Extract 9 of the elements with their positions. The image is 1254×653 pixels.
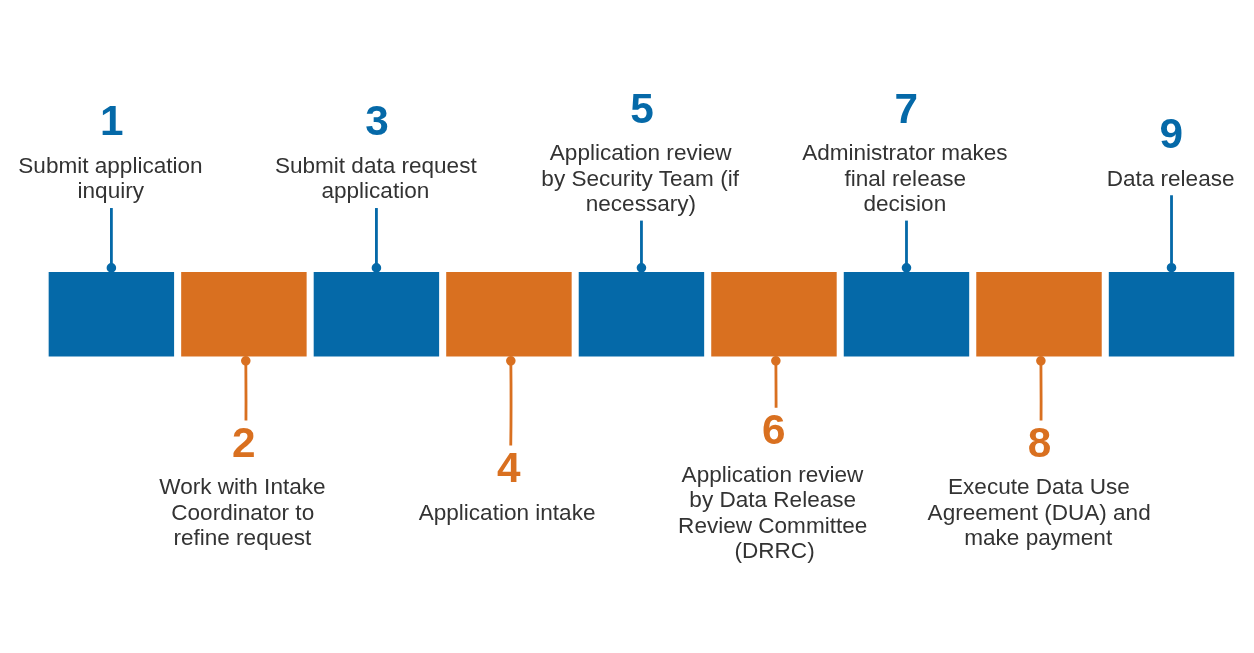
node-text: 5 Application review by Security Team (if necessary) — [541, 84, 739, 216]
node-text: 3 Submit data request application — [274, 96, 477, 203]
node-text: 6 Application review by Data Release Review Committee (DRRC) — [678, 405, 868, 563]
node-text: 1 Submit application inquiry — [18, 96, 203, 203]
node-text: 9 Data release — [1106, 109, 1235, 191]
node-text: 4 Application intake — [418, 443, 596, 525]
node-text: 7 Administrator makes final release decision — [802, 84, 1008, 216]
node-text: 8 Execute Data Use Agreement (DUA) and make payment — [927, 418, 1151, 550]
node-text: 2 Work with Intake Coordinator to refine request — [159, 418, 326, 550]
